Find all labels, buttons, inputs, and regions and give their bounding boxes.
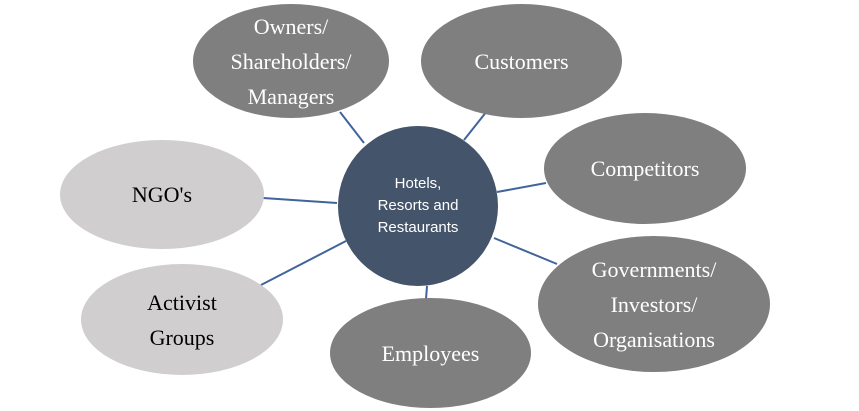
node-employees: Employees [330,298,531,408]
node-competitors-label: Competitors [590,156,700,181]
connector-activist [260,240,347,286]
node-owners: Owners/ Shareholders/ Managers [193,4,389,118]
node-activist-groups: Activist Groups [81,264,283,375]
connector-ngos [262,197,338,204]
connector-customers [463,110,488,141]
node-customers: Customers [421,4,622,118]
node-center-hub: Hotels, Resorts and Restaurants [338,126,498,286]
connector-owners [339,111,365,144]
node-ngos-label: NGO's [131,182,193,207]
node-activist-groups-label: Activist Groups [147,289,217,350]
node-ngos: NGO's [60,140,264,249]
node-governments-label: Governments/ Investors/ Organisations [591,256,717,352]
node-governments: Governments/ Investors/ Organisations [538,236,770,372]
node-customers-label: Customers [474,48,569,74]
node-employees-label: Employees [381,340,480,366]
node-competitors: Competitors [544,113,746,224]
connector-competitors [496,182,547,193]
node-owners-label: Owners/ Shareholders/ Managers [230,13,352,109]
connector-governments [493,237,558,265]
center-hub-label: Hotels, Resorts and Restaurants [377,175,459,236]
connector-employees [425,285,428,300]
